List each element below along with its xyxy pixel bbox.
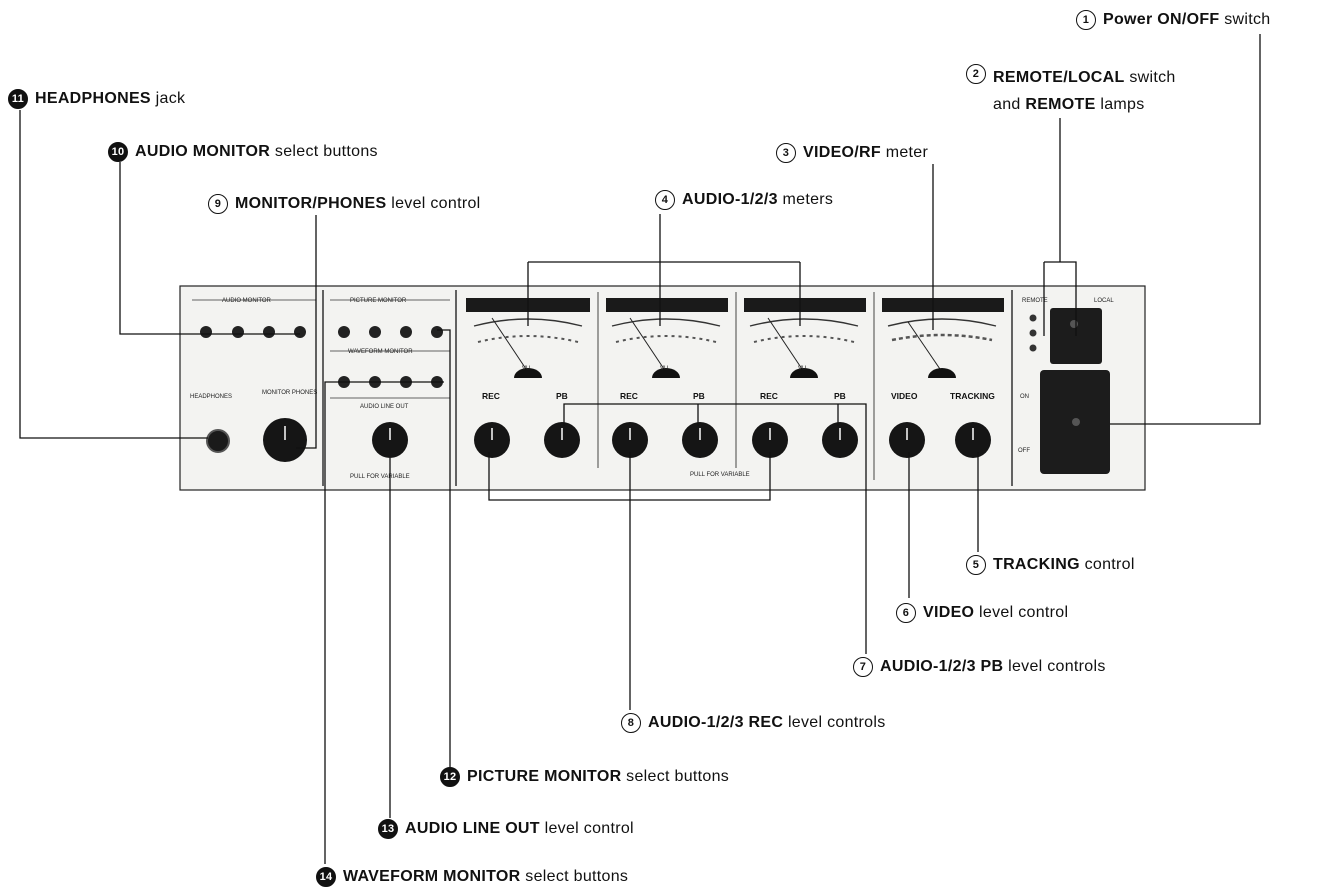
control-panel bbox=[179, 285, 1146, 491]
meter-bar-video bbox=[882, 298, 1004, 312]
local-panel-label: LOCAL bbox=[1094, 298, 1114, 304]
callout-picture-monitor-buttons: 12 PICTURE MONITOR select buttons bbox=[440, 767, 729, 787]
callout-monitor-phones-level: 9 MONITOR/PHONES level control bbox=[208, 194, 481, 214]
headphones-jack bbox=[206, 429, 230, 453]
callout-label-text: control bbox=[1079, 556, 1135, 573]
callout-rec-level-controls: 8 AUDIO-1/2/3 REC level controls bbox=[621, 713, 886, 733]
waveform-monitor-title: WAVEFORM MONITOR bbox=[348, 349, 413, 355]
remote-lamps bbox=[1029, 314, 1037, 352]
callout-label-bold: VIDEO/RF bbox=[803, 144, 881, 161]
callout-number-badge: 8 bbox=[621, 713, 641, 733]
callout-label-bold: AUDIO MONITOR bbox=[135, 143, 271, 160]
picture-monitor-title: PICTURE MONITOR bbox=[350, 298, 407, 304]
knob-label: REC bbox=[760, 391, 778, 401]
callout-label-text: lamps bbox=[1095, 96, 1145, 114]
audio-line-out-panel-label: AUDIO LINE OUT bbox=[360, 404, 409, 410]
vu-label: VU bbox=[798, 366, 806, 372]
callout-label-text: level controls bbox=[1003, 658, 1106, 675]
callout-label-bold: AUDIO-1/2/3 REC bbox=[648, 714, 784, 731]
monitor-phones-panel-label: MONITOR PHONES bbox=[262, 390, 317, 396]
callout-label-bold: REMOTE bbox=[1025, 96, 1096, 114]
callout-label-bold: PICTURE MONITOR bbox=[467, 768, 622, 785]
callout-label-bold: Power ON/OFF bbox=[1103, 11, 1220, 28]
callout-number-badge: 12 bbox=[440, 767, 460, 787]
callout-number-badge: 10 bbox=[108, 142, 128, 162]
audio-monitor-buttons bbox=[200, 326, 306, 338]
callout-number-badge: 4 bbox=[655, 190, 675, 210]
callout-number-badge: 3 bbox=[776, 143, 796, 163]
callout-label-text: level controls bbox=[783, 714, 886, 731]
knob-label: PB bbox=[556, 391, 568, 401]
callout-tracking-control: 5 TRACKING control bbox=[966, 555, 1135, 575]
knob-label: VIDEO bbox=[891, 391, 918, 401]
callout-label-text: level control bbox=[974, 604, 1069, 621]
vu-meter-audio-2 bbox=[611, 317, 721, 378]
callout-number-badge: 14 bbox=[316, 867, 336, 887]
pull-for-variable-label: PULL FOR VARIABLE bbox=[690, 472, 750, 478]
pull-for-variable-label: PULL FOR VARIABLE bbox=[350, 474, 410, 480]
leader-lines bbox=[19, 34, 1261, 864]
knob-label: PB bbox=[834, 391, 846, 401]
callout-pb-level-controls: 7 AUDIO-1/2/3 PB level controls bbox=[853, 657, 1106, 677]
callout-label-text: meters bbox=[777, 191, 834, 208]
headphones-panel-label: HEADPHONES bbox=[190, 394, 232, 400]
knob-label: TRACKING bbox=[950, 391, 995, 401]
callout-video-level-control: 6 VIDEO level control bbox=[896, 603, 1068, 623]
callout-label-bold: AUDIO-1/2/3 PB bbox=[880, 658, 1004, 675]
callout-label-bold: HEADPHONES bbox=[35, 90, 151, 107]
video-rf-meter bbox=[887, 318, 997, 378]
meter-bar-audio-2 bbox=[606, 298, 728, 312]
picture-monitor-buttons bbox=[338, 326, 443, 338]
knob-label: REC bbox=[620, 391, 638, 401]
callout-number-badge: 1 bbox=[1076, 10, 1096, 30]
callout-label-text: and bbox=[993, 96, 1026, 114]
knob-label: REC bbox=[482, 391, 500, 401]
vu-label: VU bbox=[660, 366, 668, 372]
callout-label-text: switch bbox=[1219, 11, 1271, 28]
callout-label-text: jack bbox=[150, 90, 186, 107]
callout-label-text: meter bbox=[880, 144, 929, 161]
callout-remote-local-switch: 2 REMOTE/LOCAL switch and REMOTE lamps bbox=[966, 64, 1176, 118]
callout-label-text: level control bbox=[539, 820, 634, 837]
callout-waveform-monitor-buttons: 14 WAVEFORM MONITOR select buttons bbox=[316, 867, 628, 887]
off-panel-label: OFF bbox=[1018, 448, 1030, 454]
callout-label-bold: AUDIO-1/2/3 bbox=[682, 191, 778, 208]
callout-label-text: select buttons bbox=[520, 868, 629, 885]
on-panel-label: ON bbox=[1020, 394, 1029, 400]
callout-number-badge: 7 bbox=[853, 657, 873, 677]
callout-label-bold: VIDEO bbox=[923, 604, 975, 621]
callout-audio-monitor-buttons: 10 AUDIO MONITOR select buttons bbox=[108, 142, 378, 162]
callout-label-bold: WAVEFORM MONITOR bbox=[343, 868, 521, 885]
knob-row bbox=[474, 422, 991, 458]
callout-number-badge: 5 bbox=[966, 555, 986, 575]
audio-monitor-title: AUDIO MONITOR bbox=[222, 298, 272, 304]
callout-headphones-jack: 11 HEADPHONES jack bbox=[8, 89, 185, 109]
callout-audio-meters: 4 AUDIO-1/2/3 meters bbox=[655, 190, 833, 210]
vu-label: VU bbox=[522, 366, 530, 372]
callout-label-text: level control bbox=[386, 195, 481, 212]
callout-power-switch: 1 Power ON/OFF switch bbox=[1076, 10, 1271, 30]
remote-panel-label: REMOTE bbox=[1022, 298, 1048, 304]
knob-label: PB bbox=[693, 391, 705, 401]
meter-bar-audio-3 bbox=[744, 298, 866, 312]
callout-label-bold: REMOTE/LOCAL bbox=[993, 69, 1125, 86]
callout-label-text: select buttons bbox=[270, 143, 378, 160]
callout-number-badge: 2 bbox=[966, 64, 986, 84]
callout-video-rf-meter: 3 VIDEO/RF meter bbox=[776, 143, 928, 163]
callout-number-badge: 13 bbox=[378, 819, 398, 839]
callout-number-badge: 11 bbox=[8, 89, 28, 109]
callout-label-bold: TRACKING bbox=[993, 556, 1080, 573]
callout-number-badge: 9 bbox=[208, 194, 228, 214]
callout-audio-line-out-level: 13 AUDIO LINE OUT level control bbox=[378, 819, 634, 839]
callout-label-text: select buttons bbox=[621, 768, 730, 785]
callout-label-bold: AUDIO LINE OUT bbox=[405, 820, 540, 837]
vu-meter-audio-3 bbox=[749, 317, 859, 378]
callout-number-badge: 6 bbox=[896, 603, 916, 623]
callout-label-bold: MONITOR/PHONES bbox=[235, 195, 387, 212]
callout-label-text: switch bbox=[1124, 69, 1176, 86]
